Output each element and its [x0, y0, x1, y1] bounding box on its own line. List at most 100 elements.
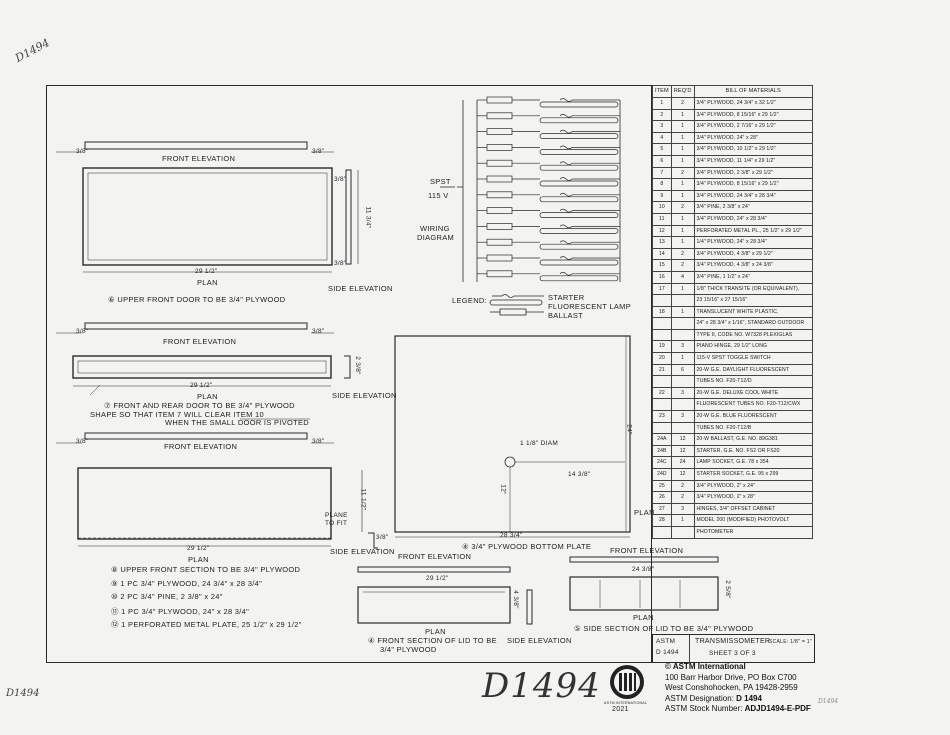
bom-cell-reqd: 24	[670, 456, 695, 469]
bom-cell-item	[652, 328, 672, 342]
bom-cell-desc: PERFORATED METAL PL., 25 1/2" x 29 1/2"	[693, 224, 813, 238]
plan-label-2: PLAN	[197, 392, 218, 401]
bom-cell-item: 14	[652, 247, 672, 261]
note-item: ⑧ UPPER FRONT SECTION TO BE 3/4" PLYWOOD	[111, 565, 301, 574]
front-elevation-label-3: FRONT ELEVATION	[164, 442, 238, 451]
legend-symbols	[489, 294, 544, 316]
dimension-3-8-c: 3/8"	[334, 176, 347, 183]
copyright-line-4: ASTM Designation: D 1494	[665, 694, 811, 705]
bom-cell-desc: 3/4" PLYWOOD, 24" x 28"	[693, 131, 813, 145]
bom-cell-item: 19	[652, 340, 672, 354]
bom-cell-desc: TUBES NO. F20-T12/B	[693, 421, 813, 435]
bom-cell-desc: 3/4" PINE, 2 3/8" x 24"	[693, 201, 813, 214]
bom-cell-reqd	[670, 317, 695, 330]
bom-cell-desc: 20-W G.E. DAYLIGHT FLUORESCENT	[693, 363, 813, 377]
bom-cell-reqd: 1	[670, 178, 695, 191]
bom-cell-reqd: 2	[670, 259, 695, 272]
dimension-3-8-e: 3/8"	[76, 328, 89, 335]
side-elevation-label-2: SIDE ELEVATION	[332, 391, 397, 400]
dimension-14-38: 14 3/8"	[568, 471, 591, 478]
bom-header-reqd: REQ'D	[670, 85, 695, 98]
bom-cell-desc: 115-V SPST TOGGLE SWITCH	[693, 352, 813, 365]
bom-cell-reqd: 2	[670, 201, 695, 214]
bom-cell-reqd: 3	[670, 340, 695, 354]
astm-stock-value: ADJD1494-E-PDF	[744, 704, 811, 713]
bom-cell-reqd: 1	[670, 143, 695, 156]
bom-cell-reqd: 12	[670, 433, 695, 446]
bom-cell-item: 24B	[652, 444, 672, 458]
wiring-label: WIRING	[420, 224, 450, 233]
voltage-label: 115 V	[428, 191, 449, 200]
bom-cell-desc: 3/4" PLYWOOD, 11 1/4" x 29 1/2"	[693, 154, 813, 168]
bom-cell-item: 12	[652, 224, 672, 238]
dimension-11-34: 11 3/4"	[364, 206, 372, 229]
bom-row: 24" x 28 3/4" x 1/16", STANDARD OUTDOOR	[652, 317, 813, 330]
bom-cell-item: 18	[652, 305, 672, 319]
dimension-3-8-a: 3/8"	[76, 148, 89, 155]
bom-cell-desc: STARTER SOCKET, G.E. 95 x 299	[693, 468, 813, 481]
note-front-rear-door: ⑦ FRONT AND REAR DOOR TO BE 3/4" PLYWOOD	[104, 401, 295, 410]
copyright-block: © ASTM International 100 Barr Harbor Dri…	[665, 662, 811, 715]
plan-label-5: PLAN	[425, 627, 446, 636]
side-elevation-label-4: SIDE ELEVATION	[507, 636, 572, 645]
handwritten-note-bottom-left: D1494	[6, 688, 40, 699]
bom-cell-desc: 3/4" PLYWOOD, 8 15/16" x 29 1/2"	[693, 108, 813, 122]
note-item: ⑫ 1 PERFORATED METAL PLATE, 25 1/2" x 29…	[111, 620, 302, 629]
lamp-circuit	[477, 175, 620, 187]
bom-cell-reqd	[670, 398, 695, 412]
bom-cell-reqd: 2	[670, 247, 695, 261]
side-elevation-label-1: SIDE ELEVATION	[328, 284, 393, 293]
lamp-circuit	[477, 96, 620, 108]
bom-cell-desc: 20-W G.E. DELUXE COOL WHITE	[693, 386, 813, 400]
bom-cell-reqd: 1	[670, 352, 695, 365]
bom-cell-reqd	[670, 421, 695, 435]
bom-cell-reqd: 1	[670, 514, 695, 527]
bom-cell-desc: STARTER, G.E. NO. FS2 OR FS20	[693, 444, 813, 458]
lamp-circuit	[477, 238, 620, 250]
bom-row: 23 15/16" x 27 15/16"	[652, 294, 813, 307]
bom-cell-item: 2	[652, 108, 672, 122]
dimension-11-12: 11 1/2"	[359, 488, 367, 511]
bom-cell-desc: 3/4" PLYWOOD, 24" x 28 3/4"	[693, 212, 813, 226]
bom-cell-desc: 24" x 28 3/4" x 1/16", STANDARD OUTDOOR	[693, 317, 813, 330]
lamp-circuit	[477, 270, 620, 282]
bom-cell-reqd	[670, 328, 695, 342]
astm-logo-icon	[610, 665, 644, 699]
bom-cell-reqd: 1	[670, 189, 695, 203]
bom-cell-desc: 1/4" PLYWOOD, 24" x 28 3/4"	[693, 236, 813, 249]
bom-cell-item: 5	[652, 143, 672, 156]
bom-cell-desc: 3/4" PLYWOOD, 10 1/2" x 29 1/2"	[693, 143, 813, 156]
astm-logo: ASTM INTERNATIONAL	[601, 664, 653, 708]
dimension-29-half-d: 29 1/2"	[426, 575, 449, 582]
bom-cell-item: 28	[652, 514, 672, 527]
bom-cell-reqd: 12	[670, 468, 695, 481]
bom-cell-item: 23	[652, 410, 672, 423]
bom-cell-item	[652, 421, 672, 435]
front-elevation-label-2: FRONT ELEVATION	[163, 337, 237, 346]
bom-cell-reqd	[670, 525, 695, 539]
bom-cell-item: 27	[652, 502, 672, 516]
lamp-circuit	[477, 191, 620, 203]
bom-cell-desc: HINGES, 3/4" OFFSET CABINET	[693, 502, 813, 516]
handwritten-note-bottom-right: D1494	[818, 698, 839, 705]
front-elevation-label-5: FRONT ELEVATION	[610, 546, 684, 555]
title-block-scale: SCALE: 1/8" = 1"	[769, 639, 812, 645]
bom-cell-item: 8	[652, 178, 672, 191]
bom-cell-item: 9	[652, 189, 672, 203]
lid-front-note-2: 3/4" PLYWOOD	[380, 645, 437, 654]
dimension-2-58: 2 5/8"	[723, 580, 731, 599]
bom-cell-item: 24C	[652, 456, 672, 469]
